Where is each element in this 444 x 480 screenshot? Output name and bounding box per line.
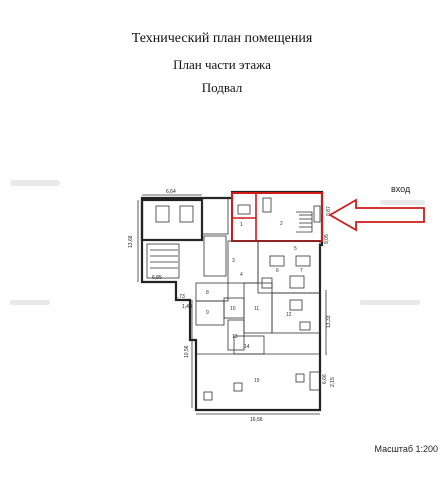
highlighted-premises	[231, 192, 323, 242]
column	[295, 373, 305, 383]
room-block	[146, 243, 180, 279]
room-number: 8	[206, 290, 209, 296]
room-block	[195, 300, 225, 326]
dim-side-left: 1,43	[182, 304, 192, 310]
scan-artifact	[380, 200, 425, 205]
scan-artifact	[10, 180, 60, 186]
document-subtitle: План части этажа	[173, 57, 271, 72]
stair-outline	[296, 211, 313, 233]
column	[203, 391, 213, 401]
fixture	[262, 197, 272, 213]
dim-right-upper: 9,05	[324, 234, 330, 244]
room-block	[271, 292, 321, 334]
room-block	[195, 282, 229, 302]
fixture	[237, 204, 251, 215]
scan-artifact	[10, 300, 50, 305]
room-block	[309, 371, 321, 391]
dim-mid-left: 1,73	[175, 294, 185, 300]
room-block	[201, 197, 229, 235]
room-block	[257, 240, 321, 294]
stair-cell	[155, 205, 170, 223]
room-number: 15	[254, 378, 260, 384]
dim-top-right: 0,87	[326, 206, 332, 216]
dim-left-height: 13,66	[128, 235, 134, 248]
room-number: 9	[206, 310, 209, 316]
room-number: 3	[232, 258, 235, 264]
scan-artifact	[360, 300, 420, 305]
room-number: 6	[276, 268, 279, 274]
room-number: 10	[230, 306, 236, 312]
floor-name: Подвал	[201, 80, 243, 95]
dim-lower-height: 10,56	[184, 345, 190, 358]
dim-bottom-width: 16,56	[250, 417, 263, 423]
room-number: 1	[240, 222, 243, 228]
fixture	[289, 299, 303, 311]
stair-cell	[179, 205, 194, 223]
room-number: 5	[294, 246, 297, 252]
room-number: 13	[232, 334, 238, 340]
dim-top-width: 6,64	[166, 189, 176, 195]
column	[233, 382, 243, 392]
dim-right-tiny: 6,66	[322, 374, 328, 384]
fixture	[289, 275, 305, 289]
room-block	[227, 319, 245, 351]
room-block	[203, 235, 227, 277]
room-number: 7	[300, 268, 303, 274]
room-number: 14	[244, 344, 250, 350]
dim-right-small: 2,15	[330, 377, 336, 387]
fixture	[295, 255, 311, 267]
room-number: 12	[286, 312, 292, 318]
fixture	[269, 255, 285, 267]
fixture	[299, 321, 311, 331]
room-number: 2	[280, 221, 283, 227]
dim-right-mid: 13,33	[326, 315, 332, 328]
room-number: 4	[240, 272, 243, 278]
entry-arrow	[328, 198, 425, 232]
door-opening	[313, 205, 321, 223]
dim-lower-left: 6,85	[152, 275, 162, 281]
document-title: Технический план помещения	[131, 31, 313, 46]
entry-label: вход	[391, 184, 411, 194]
scale-label: Масштаб 1:200	[374, 444, 438, 454]
room-number: 11	[254, 306, 259, 312]
